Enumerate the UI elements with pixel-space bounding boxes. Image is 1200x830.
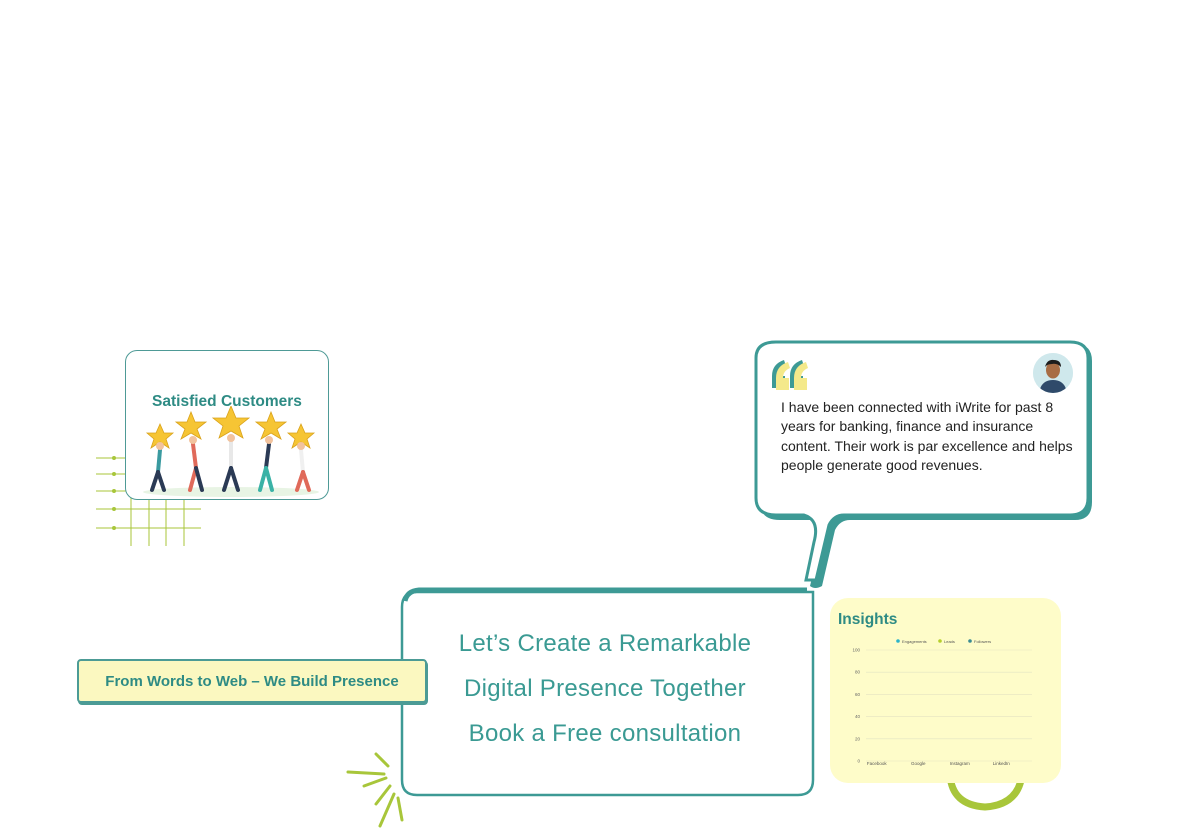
burst-decoration [346, 752, 404, 828]
testimonial-bubble [754, 340, 1092, 588]
cta-headline-line-1: Let’s Create a Remarkable [458, 630, 752, 657]
insights-card: Insights Engagements Leads Followers 0 20 40 6… [830, 598, 1061, 783]
x-tick-label: Facebook [867, 761, 888, 766]
y-tick-label: 60 [855, 692, 861, 697]
testimonial-text: I have been connected with iWrite for pa… [781, 399, 1073, 473]
x-tick-label: LinkedIn [993, 761, 1011, 766]
grid-decoration [96, 456, 201, 546]
legend-swatch [938, 639, 942, 643]
satisfied-customers-card: Satisfied Customers [125, 350, 329, 500]
y-tick-label: 40 [855, 714, 861, 719]
legend-swatch [896, 639, 900, 643]
legend-label: Engagements [902, 639, 927, 644]
legend-label: Leads [944, 639, 955, 644]
satisfied-customers-title: Satisfied Customers [152, 393, 302, 410]
cta-headline-line-2: Digital Presence Together [464, 675, 746, 702]
y-tick-label: 20 [855, 736, 861, 741]
y-tick-label: 0 [857, 759, 860, 764]
avatar [1033, 353, 1073, 393]
ring-decoration [946, 771, 1026, 811]
stars-illustration [143, 406, 319, 497]
y-tick-label: 100 [852, 648, 860, 653]
cta-box [400, 587, 815, 797]
x-tick-label: Google [911, 761, 926, 766]
book-consultation-link[interactable]: Book a Free consultation [468, 720, 742, 747]
quote-icon [772, 360, 808, 390]
x-tick-label: Instagram [950, 761, 970, 766]
y-tick-label: 80 [855, 670, 861, 675]
tagline-badge: From Words to Web – We Build Presence [77, 659, 427, 703]
legend-swatch [968, 639, 972, 643]
insights-chart: Engagements Leads Followers 0 20 40 60 80 100Fac… [852, 639, 1032, 766]
legend-label: Followers [974, 639, 991, 644]
insights-title: Insights [838, 611, 898, 628]
